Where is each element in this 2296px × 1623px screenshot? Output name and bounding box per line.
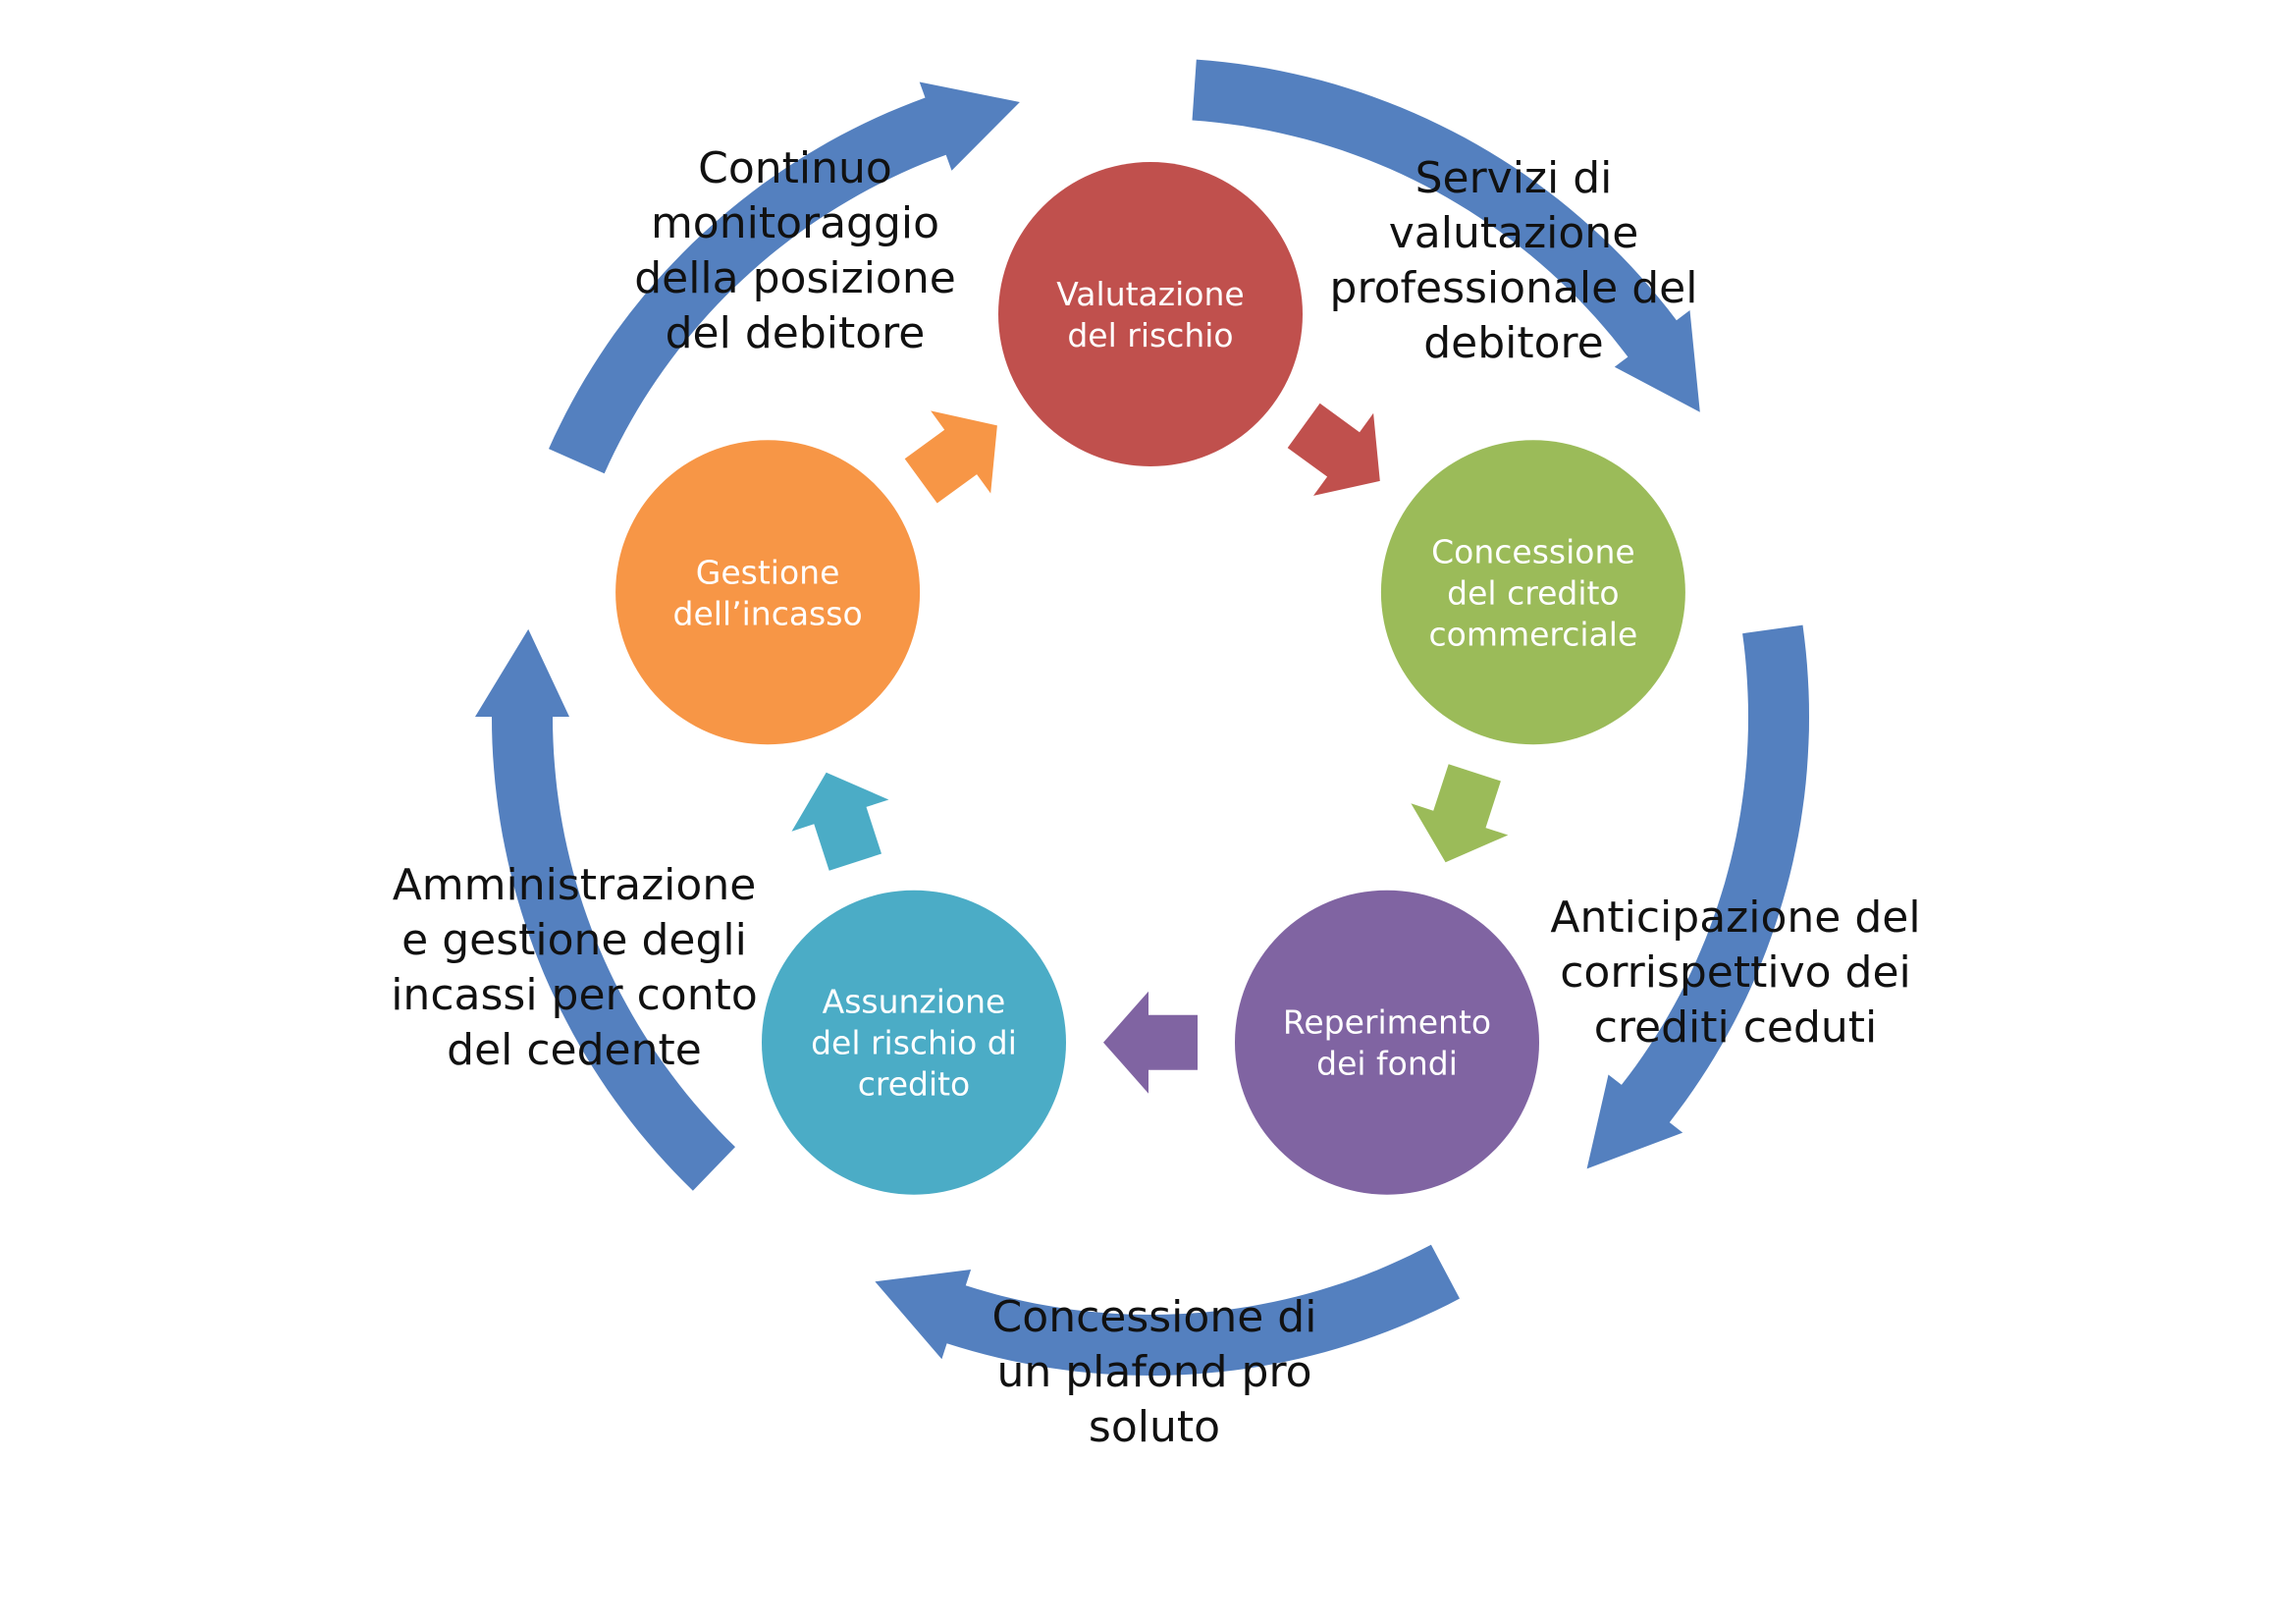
outer-label-amministrazione-line-2: e gestione degli xyxy=(401,915,747,965)
node-gestione-label-line-1: Gestione xyxy=(696,553,840,591)
inner-cycle-arrows xyxy=(791,403,1509,1094)
outer-label-amministrazione-line-3: incassi per conto xyxy=(391,970,758,1020)
outer-arrow-1 xyxy=(1192,59,1700,412)
node-reperimento-label-line-2: dei fondi xyxy=(1316,1045,1458,1083)
inner-arrow-reperimento-to-assunzione xyxy=(1103,991,1198,1094)
outer-label-anticipazione-line-2: corrispettivo dei xyxy=(1560,947,1911,998)
outer-label-monitoraggio-line-4: del debitore xyxy=(666,308,926,358)
outer-arrow-5 xyxy=(549,81,1020,474)
node-gestione-label-line-2: dell’incasso xyxy=(673,594,863,632)
node-gestione xyxy=(615,440,921,745)
node-concessione-credito-label-line-2: del credito xyxy=(1447,573,1619,612)
outer-arrow-4 xyxy=(475,628,735,1191)
inner-arrow-gestione-to-valutazione xyxy=(904,410,997,504)
outer-label-monitoraggio-line-1: Continuo xyxy=(698,143,892,193)
inner-arrow-assunzione-to-gestione xyxy=(791,772,889,871)
outer-label-anticipazione-line-1: Anticipazione del xyxy=(1550,893,1920,943)
node-concessione-credito-label-line-1: Concessione xyxy=(1431,532,1635,570)
node-assunzione-label-line-3: credito xyxy=(858,1065,971,1104)
outer-label-plafond-line-1: Concessione di xyxy=(992,1292,1317,1342)
node-reperimento xyxy=(1235,890,1539,1195)
outer-arrow-3 xyxy=(875,1244,1460,1376)
inner-arrow-concessione-credito-to-reperimento xyxy=(1411,764,1509,863)
outer-cycle-arrows xyxy=(475,59,1809,1376)
node-reperimento-label-line-1: Reperimento xyxy=(1283,1003,1491,1042)
node-valutazione-label-line-1: Valutazione xyxy=(1056,275,1244,313)
inner-arrow-valutazione-to-concessione-credito xyxy=(1287,403,1380,496)
outer-label-servizi-line-4: debitore xyxy=(1423,318,1604,368)
outer-label-amministrazione-line-1: Amministrazione xyxy=(393,860,757,910)
outer-label-monitoraggio-line-3: della posizione xyxy=(634,253,956,303)
node-concessione-credito-label-line-3: commerciale xyxy=(1429,615,1638,653)
outer-label-servizi-line-3: professionale del xyxy=(1330,263,1698,313)
outer-arrow-2 xyxy=(1586,624,1809,1169)
node-valutazione xyxy=(998,162,1303,466)
node-assunzione-label-line-1: Assunzione xyxy=(823,983,1006,1021)
outer-label-plafond-line-3: soluto xyxy=(1089,1402,1220,1452)
outer-label-servizi-line-1: Servizi di xyxy=(1415,153,1613,203)
node-concessione-credito xyxy=(1380,440,1685,745)
node-assunzione xyxy=(762,890,1066,1195)
outer-label-anticipazione-line-3: crediti ceduti xyxy=(1594,1002,1878,1053)
outer-label-servizi-line-2: valutazione xyxy=(1389,208,1639,258)
outer-label-plafond-line-2: un plafond pro xyxy=(996,1347,1311,1397)
node-valutazione-label-line-2: del rischio xyxy=(1067,316,1233,354)
outer-label-monitoraggio-line-2: monitoraggio xyxy=(651,198,939,248)
node-assunzione-label-line-2: del rischio di xyxy=(811,1024,1017,1062)
outer-label-amministrazione-line-4: del cedente xyxy=(447,1025,702,1075)
